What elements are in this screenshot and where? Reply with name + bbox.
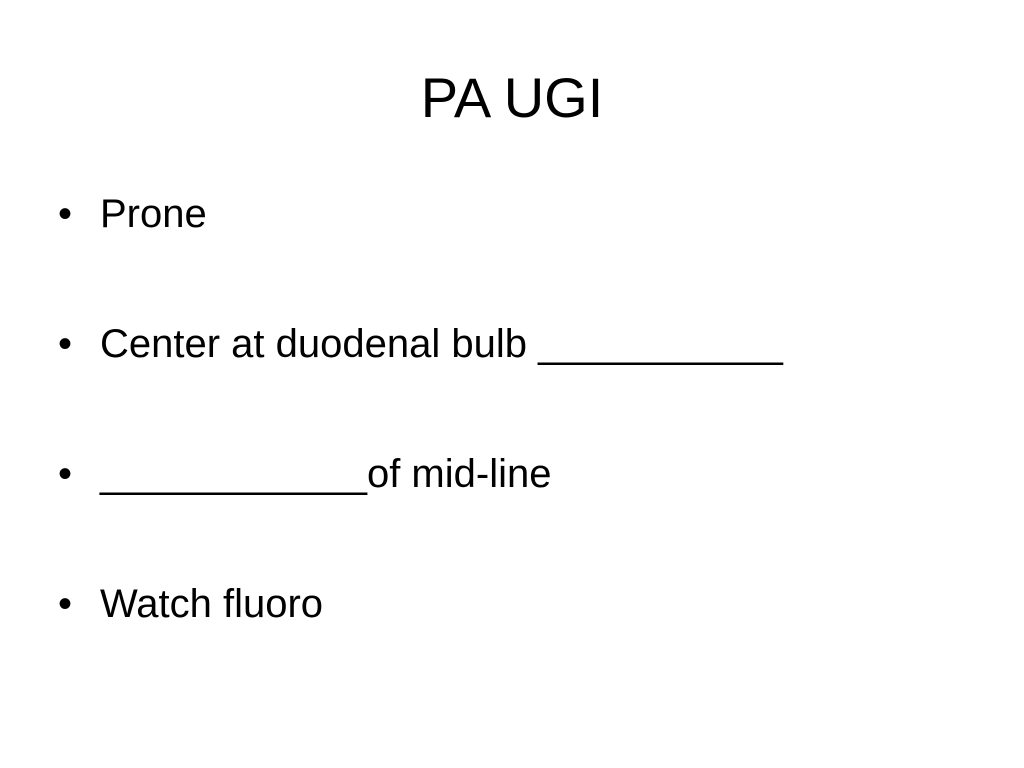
slide-title: PA UGI xyxy=(420,66,604,129)
bullet-list: • Prone • Center at duodenal bulb ______… xyxy=(56,186,976,706)
bullet-text: ____________of mid-line xyxy=(100,452,552,496)
bullet-icon: • xyxy=(58,192,73,236)
list-item: • Prone xyxy=(56,186,976,316)
bullet-text: Center at duodenal bulb ___________ xyxy=(100,322,783,366)
bullet-text: Prone xyxy=(100,192,207,236)
bullet-icon: • xyxy=(58,582,73,626)
list-item: • Center at duodenal bulb ___________ xyxy=(56,316,976,446)
list-item: • ____________of mid-line xyxy=(56,446,976,576)
list-item: • Watch fluoro xyxy=(56,576,976,706)
bullet-text: Watch fluoro xyxy=(100,582,324,626)
bullet-icon: • xyxy=(58,322,73,366)
bullet-icon: • xyxy=(58,452,73,496)
